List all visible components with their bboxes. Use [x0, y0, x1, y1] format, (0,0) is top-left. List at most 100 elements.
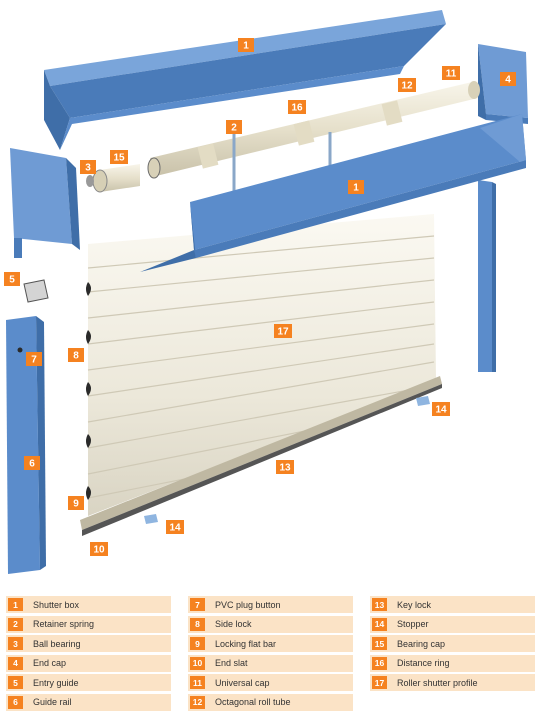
legend-number: 6 [8, 695, 23, 709]
svg-text:14: 14 [435, 405, 447, 416]
legend-label: End slat [215, 658, 248, 668]
legend-item: 6 Guide rail [6, 693, 171, 711]
svg-text:11: 11 [446, 69, 457, 80]
legend-item: 10 End slat [188, 654, 353, 672]
legend-label: PVC plug button [215, 599, 281, 610]
svg-text:8: 8 [73, 351, 79, 362]
legend-item: 1 Shutter box [6, 596, 171, 613]
callout-badge: 14 [166, 520, 184, 534]
legend-item: 8 Side lock [188, 615, 353, 633]
svg-text:4: 4 [505, 75, 511, 86]
legend-number: 4 [8, 656, 23, 670]
legend-label: Universal cap [215, 677, 270, 688]
legend-number: 2 [8, 617, 23, 631]
guide-rail-left [6, 316, 46, 574]
legend-item: 3 Ball bearing [6, 635, 171, 652]
callout-badge: 4 [500, 72, 516, 86]
legend-column-2: 7 PVC plug button 8 Side lock 9 Locking fla… [188, 596, 353, 713]
bearing-cap [86, 164, 140, 193]
legend-label: Entry guide [33, 677, 79, 688]
legend-label: Bearing cap [397, 638, 446, 649]
svg-text:5: 5 [9, 275, 15, 286]
svg-text:9: 9 [73, 499, 79, 510]
legend-label: Shutter box [33, 599, 80, 610]
callout-badge: 6 [24, 456, 40, 470]
svg-text:13: 13 [279, 463, 291, 474]
callout-badge: 13 [276, 460, 294, 474]
callout-badge: 7 [26, 352, 42, 366]
svg-text:1: 1 [243, 41, 249, 52]
callout-badge: 1 [348, 180, 364, 194]
callout-badge: 1 [238, 38, 254, 52]
callout-badge: 10 [90, 542, 108, 556]
callout-badge: 8 [68, 348, 84, 362]
legend-item: 11 Universal cap [188, 674, 353, 691]
legend-number: 3 [8, 637, 23, 650]
svg-text:12: 12 [401, 81, 413, 92]
legend-number: 15 [372, 637, 387, 650]
legend-label: Side lock [215, 619, 252, 629]
legend-number: 17 [372, 676, 387, 689]
legend-label: Roller shutter profile [397, 677, 478, 688]
legend-item: 4 End cap [6, 654, 171, 672]
callout-badge: 11 [442, 66, 460, 80]
svg-text:7: 7 [31, 355, 37, 366]
legend-label: Key lock [397, 599, 432, 610]
shutter-box-top [44, 10, 446, 150]
legend-item: 7 PVC plug button [188, 596, 353, 613]
svg-text:10: 10 [93, 545, 105, 556]
svg-text:15: 15 [113, 153, 125, 164]
exploded-diagram: 1 1 2 3 4 5 6 7 8 9 10 11 12 13 14 14 15… [4, 10, 528, 574]
roller-shutter-curtain [86, 214, 436, 516]
legend-number: 8 [190, 617, 205, 631]
legend-label: Locking flat bar [215, 638, 277, 649]
callout-badge: 14 [432, 402, 450, 416]
legend-number: 1 [8, 598, 23, 611]
svg-text:16: 16 [291, 103, 303, 114]
stopper [144, 396, 430, 524]
callout-badge: 12 [398, 78, 416, 92]
callout-badge: 3 [80, 160, 96, 174]
legend-item: 15 Bearing cap [370, 635, 535, 652]
legend-item: 12 Octagonal roll tube [188, 693, 353, 711]
svg-text:14: 14 [169, 523, 181, 534]
legend-label: Ball bearing [33, 638, 81, 649]
legend-number: 13 [372, 598, 387, 611]
legend-number: 10 [190, 656, 205, 670]
legend-label: Guide rail [33, 697, 72, 707]
callout-badge: 2 [226, 120, 242, 134]
legend-number: 9 [190, 637, 205, 650]
svg-text:2: 2 [231, 123, 237, 134]
legend-label: Stopper [397, 619, 429, 629]
legend-label: Octagonal roll tube [215, 697, 291, 707]
legend-number: 7 [190, 598, 205, 611]
svg-text:6: 6 [29, 459, 35, 470]
legend-label: End cap [33, 658, 67, 668]
svg-text:1: 1 [353, 183, 359, 194]
end-slat [80, 376, 442, 536]
legend-label: Distance ring [397, 658, 450, 668]
legend-number: 11 [190, 676, 205, 689]
callout-badge: 9 [68, 496, 84, 510]
legend-item: 16 Distance ring [370, 654, 535, 672]
legend-item: 13 Key lock [370, 596, 535, 613]
callout-badge: 15 [110, 150, 128, 164]
legend-item: 5 Entry guide [6, 674, 171, 691]
callout-badge: 5 [4, 272, 20, 286]
legend-number: 5 [8, 676, 23, 689]
callout-badges: 1 1 2 3 4 5 6 7 8 9 10 11 12 13 14 14 15… [4, 38, 516, 556]
svg-text:17: 17 [277, 327, 289, 338]
callout-badge: 17 [274, 324, 292, 338]
legend-number: 12 [190, 695, 205, 709]
legend-number: 16 [372, 656, 387, 670]
svg-text:3: 3 [85, 163, 91, 174]
guide-rail-right [478, 180, 496, 372]
end-cap-left [10, 148, 80, 258]
legend-item: 17 Roller shutter profile [370, 674, 535, 691]
entry-guide [23, 279, 49, 303]
